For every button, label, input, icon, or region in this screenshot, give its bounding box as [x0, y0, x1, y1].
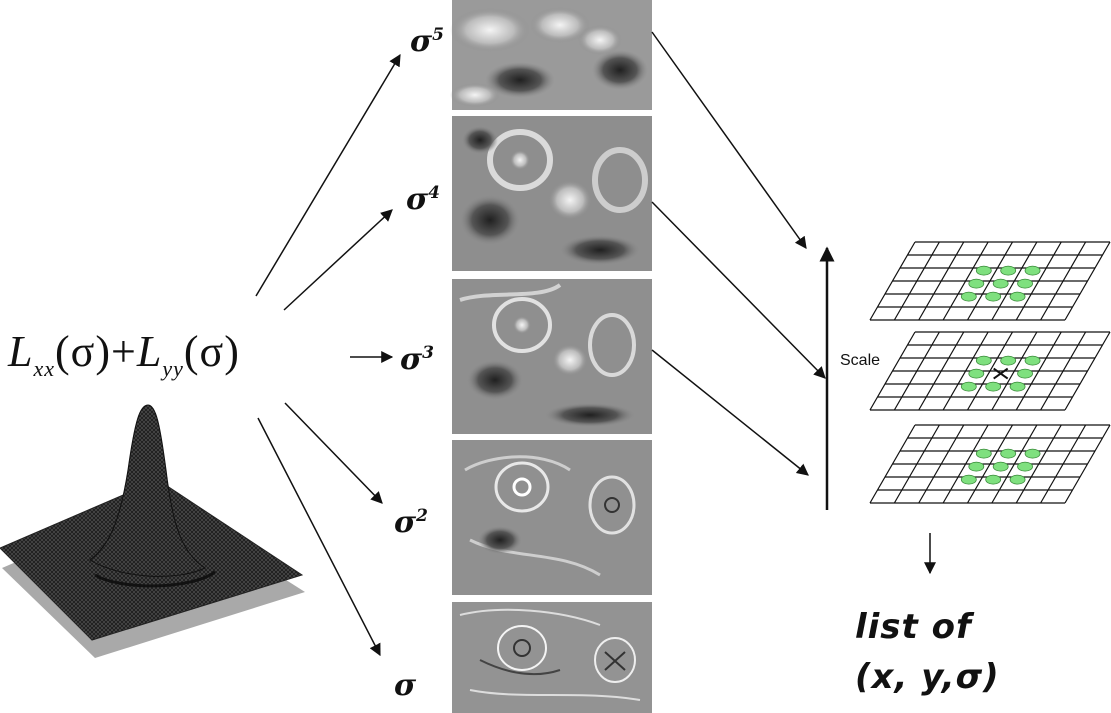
laplacian-formula: Lxx(σ)+Lyy(σ): [8, 326, 240, 382]
sigma2-base: σ: [394, 505, 417, 540]
arrow-to-sigma4: [283, 209, 393, 311]
sigma2-exponent: 2: [416, 506, 428, 526]
lxx-subscript: xx: [33, 355, 56, 381]
arrow-to-sigma2: [284, 402, 383, 504]
lxx-argument: (σ): [55, 327, 112, 376]
sigma3-label: σ3: [400, 342, 434, 377]
scale-space-grids: [869, 241, 1111, 504]
keypoint-neighbor-dot: [985, 291, 1002, 302]
sigma4-exponent: 4: [428, 183, 440, 203]
thumbnail-sigma3: [452, 279, 652, 434]
keypoint-neighbor-dot: [968, 278, 985, 289]
sigma4-base: σ: [406, 182, 429, 217]
keypoint-neighbor-dot: [960, 474, 977, 485]
sigma1-base: σ: [394, 668, 417, 703]
result-line-1: list of: [855, 607, 972, 647]
keypoint-neighbor-dot: [1009, 381, 1026, 392]
scale-axis-label: Scale: [840, 352, 881, 369]
lxx-base: L: [8, 327, 34, 376]
thumbnail-sigma4: [452, 116, 652, 271]
sigma3-base: σ: [400, 342, 423, 377]
lyy-subscript: yy: [162, 355, 184, 381]
keypoint-neighbor-dot: [975, 355, 992, 366]
keypoint-neighbor-dot: [1000, 265, 1017, 276]
keypoint-neighbor-dot: [975, 448, 992, 459]
arrow-to-sigma1: [257, 417, 381, 657]
keypoint-neighbor-dot: [1024, 265, 1041, 276]
sigma5-base: σ: [410, 24, 433, 59]
keypoint-neighbor-dot: [1017, 278, 1033, 289]
arrow-sigma3-to-bottom-layer: [651, 349, 809, 476]
thumbnail-sigma1: [452, 602, 652, 713]
grid-layer-middle: [869, 331, 1111, 411]
lyy-base: L: [136, 327, 163, 376]
grid-layer-bottom: [869, 424, 1111, 504]
result-text: list of (x, y,σ): [855, 602, 1000, 702]
thumbnail-sigma2: [452, 440, 652, 595]
keypoint-neighbor-dot: [1009, 291, 1026, 302]
sigma4-label: σ4: [406, 182, 440, 217]
keypoint-neighbor-dot: [1024, 448, 1041, 459]
result-line-2: (x, y,σ): [855, 657, 1000, 697]
sigma5-label: σ5: [410, 24, 444, 59]
lyy-argument: (σ): [183, 327, 240, 376]
plus-sign: +: [111, 327, 137, 376]
sigma1-label: σ: [394, 668, 416, 703]
image-to-scale-arrows: [651, 31, 826, 476]
surface-trough: [94, 570, 216, 588]
keypoint-neighbor-dot: [1000, 355, 1017, 366]
sigma3-exponent: 3: [422, 343, 434, 363]
filtered-image-stack: [450, 0, 652, 713]
keypoint-neighbor-dot: [975, 265, 992, 276]
laplacian-surface-plot: [0, 404, 305, 658]
keypoint-neighbor-dot: [985, 474, 1002, 485]
keypoint-neighbor-dot: [992, 461, 1009, 472]
keypoint-neighbor-dot: [992, 278, 1009, 289]
keypoint-neighbor-dot: [960, 291, 977, 302]
candidate-point-cross-icon: [993, 367, 1009, 380]
keypoint-neighbor-dot: [985, 381, 1002, 392]
arrow-to-sigma5: [255, 53, 401, 297]
keypoint-neighbor-dot: [960, 381, 977, 392]
keypoint-neighbor-dot: [968, 368, 985, 379]
keypoint-neighbor-dot: [1000, 448, 1017, 459]
arrow-sigma5-to-top-layer: [651, 31, 807, 249]
arrow-sigma4-to-middle-layer: [651, 201, 826, 379]
sigma5-exponent: 5: [432, 25, 444, 45]
keypoint-neighbor-dot: [1024, 355, 1041, 366]
keypoint-neighbor-dot: [1009, 474, 1026, 485]
keypoint-neighbor-dot: [1017, 461, 1033, 472]
keypoint-neighbor-dot: [968, 461, 985, 472]
sigma2-label: σ2: [394, 505, 428, 540]
thumbnail-sigma5: [450, 0, 652, 110]
surface-peak: [89, 404, 207, 577]
fan-arrows: [255, 53, 401, 657]
grid-layer-top: [869, 241, 1111, 321]
keypoint-neighbor-dot: [1017, 368, 1033, 379]
